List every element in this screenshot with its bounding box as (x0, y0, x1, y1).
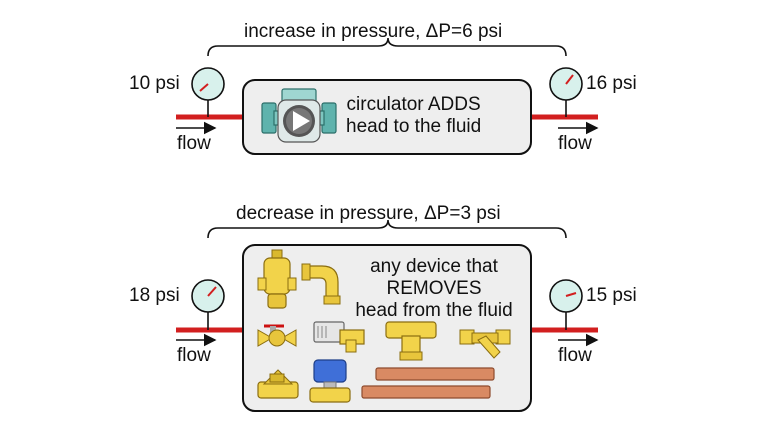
bottom-box-text: any device that REMOVES head from the fl… (344, 256, 524, 322)
check-valve-icon (257, 369, 299, 399)
bottom-section (176, 219, 599, 412)
bottom-inlet-gauge-icon (191, 279, 225, 313)
top-box-line2: head to the fluid (346, 115, 482, 137)
top-flow-out-label: flow (558, 133, 592, 154)
brass-tee-icon (385, 321, 437, 361)
zone-valve-icon (313, 321, 365, 353)
air-separator-icon (257, 249, 297, 309)
top-box-text: circulator ADDS head to the fluid (346, 94, 481, 138)
actuator-valve-icon (309, 359, 351, 403)
bottom-box-line2: REMOVES (386, 277, 482, 299)
top-box-line1: circulator ADDS (346, 94, 481, 115)
bottom-box-line1: any device that (370, 256, 498, 277)
copper-elbow-icon (301, 263, 341, 305)
top-inlet-gauge-icon (191, 67, 225, 101)
y-strainer-icon (459, 329, 511, 359)
bottom-outlet-pressure: 15 psi (586, 285, 637, 306)
top-outlet-pressure: 16 psi (586, 73, 637, 94)
top-section (176, 37, 599, 155)
top-brace (207, 37, 567, 57)
bottom-title: decrease in pressure, ΔP=3 psi (236, 203, 501, 224)
top-outlet-gauge-icon (549, 67, 583, 101)
bottom-box-line3: head from the fluid (355, 299, 513, 321)
bottom-outlet-gauge-icon (549, 279, 583, 313)
copper-pipe-icon (361, 367, 495, 399)
top-title: increase in pressure, ΔP=6 psi (244, 21, 503, 42)
ball-valve-icon (257, 324, 297, 347)
bottom-inlet-pressure: 18 psi (129, 285, 180, 306)
bottom-flow-in-label: flow (177, 345, 211, 366)
bottom-brace (207, 219, 567, 239)
top-flow-in-label: flow (177, 133, 211, 154)
bottom-flow-out-label: flow (558, 345, 592, 366)
top-inlet-pressure: 10 psi (129, 73, 180, 94)
circulator-pump-icon (261, 88, 337, 143)
